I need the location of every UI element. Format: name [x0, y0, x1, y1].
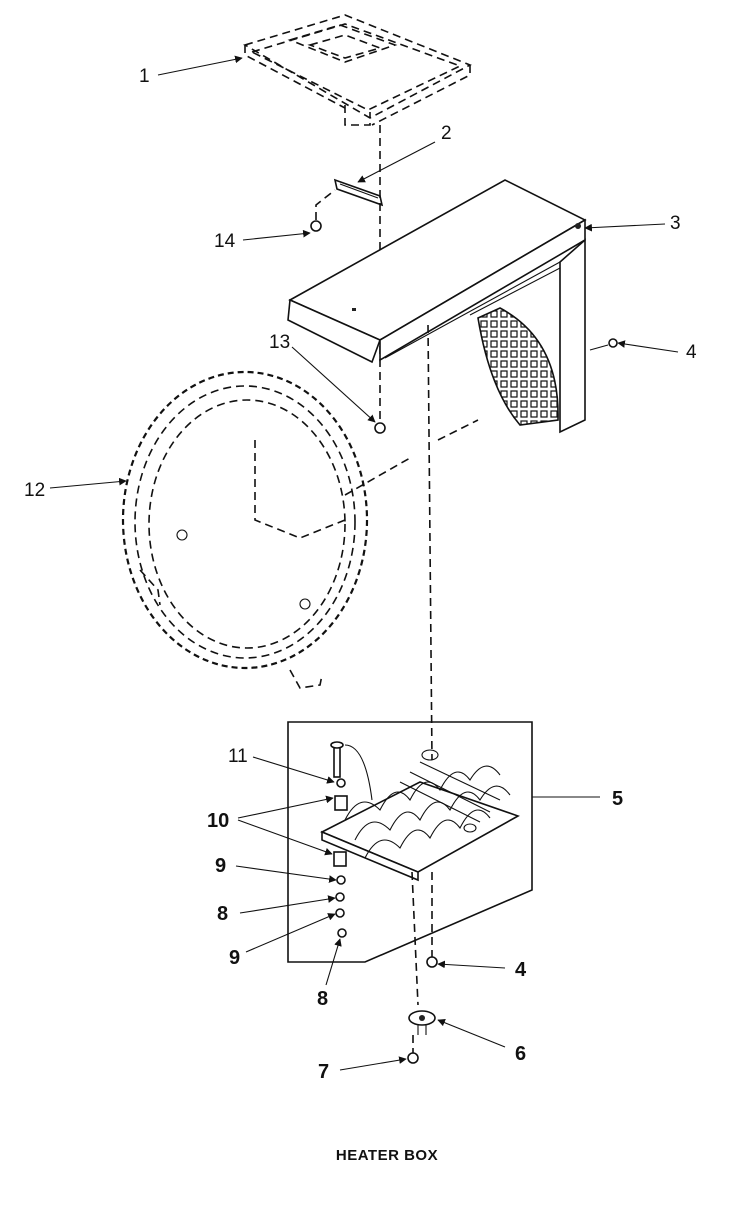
part-10-insulator	[333, 795, 348, 867]
callout-12: 12	[24, 480, 45, 501]
part-4-screw-upper	[589, 338, 618, 351]
part-13-screw	[374, 422, 386, 434]
callout-9-lower: 9	[229, 947, 240, 969]
callout-10: 10	[207, 810, 229, 832]
callout-3: 3	[670, 213, 681, 234]
callout-4-lower: 4	[515, 959, 527, 981]
part-8-nut	[335, 892, 347, 938]
part-1-top-frame	[243, 14, 472, 126]
callout-5: 5	[612, 788, 623, 810]
heater-coils	[344, 749, 511, 859]
diagram-title: HEATER BOX	[336, 1147, 438, 1164]
part-11-bolt	[330, 741, 346, 788]
part-9-washer	[335, 875, 346, 918]
callout-7: 7	[318, 1061, 329, 1083]
callout-6: 6	[515, 1043, 526, 1065]
part-6-thermostat	[408, 871, 436, 1035]
callout-9-upper: 9	[215, 855, 226, 877]
part-7-screw	[407, 1035, 419, 1064]
callout-1: 1	[139, 66, 150, 87]
callout-8-upper: 8	[217, 903, 228, 925]
part-2-bracket	[333, 178, 384, 207]
part-5-heater-element-assembly	[287, 721, 533, 963]
heater-grille	[477, 307, 559, 426]
callout-11: 11	[228, 746, 248, 767]
callout-13: 13	[269, 332, 290, 353]
callout-2: 2	[441, 123, 452, 144]
leader-lines	[49, 55, 679, 1071]
part-4-screw-lower	[426, 872, 438, 968]
callout-4-upper: 4	[686, 342, 697, 363]
part-14-screw	[310, 189, 336, 232]
assembly-line-center	[427, 324, 433, 761]
callout-8-lower: 8	[317, 988, 328, 1010]
part-3-housing	[287, 179, 587, 434]
callout-14: 14	[214, 231, 236, 252]
part-12-drum-ring	[121, 370, 479, 689]
